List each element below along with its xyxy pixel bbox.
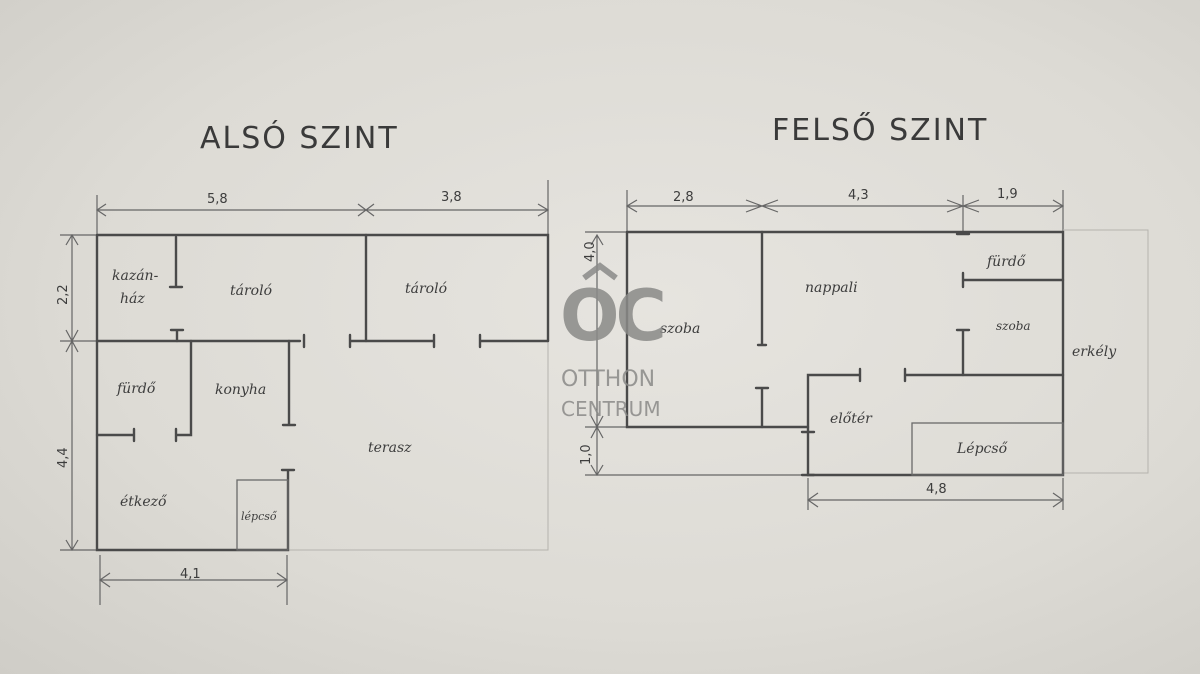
lower-stairs-outline bbox=[236, 479, 289, 551]
room-label-living: nappali bbox=[805, 280, 858, 296]
room-label-terrace: terasz bbox=[368, 440, 412, 456]
dim-upper-bottom: 4,8 bbox=[926, 482, 947, 497]
watermark-line-2: CENTRUM bbox=[561, 397, 661, 421]
dim-left-top: 2,2 bbox=[56, 284, 71, 305]
room-label-boiler: kazán- bbox=[112, 268, 159, 284]
lower-level-plan: kazán- ház tároló tároló fürdő konyha ét… bbox=[56, 180, 550, 605]
lower-dimension-lines bbox=[60, 180, 550, 605]
dim-top-1: 2,8 bbox=[673, 190, 694, 205]
dim-bottom: 4,1 bbox=[180, 567, 201, 582]
room-label-dining: étkező bbox=[120, 494, 168, 510]
upper-level-title: FELSŐ SZINT bbox=[772, 111, 988, 148]
room-label-upper-bath: fürdő bbox=[986, 254, 1027, 270]
upper-dimension-lines bbox=[585, 190, 1065, 510]
room-label-stairs: lépcső bbox=[241, 510, 278, 523]
room-label-bath: fürdő bbox=[116, 381, 157, 397]
otthon-centrum-watermark: OC OTTHON CENTRUM bbox=[560, 262, 667, 421]
room-label-upper-stairs: Lépcső bbox=[956, 441, 1009, 457]
upper-stairs-outline bbox=[911, 422, 1064, 476]
room-label-boiler-2: ház bbox=[120, 291, 145, 307]
room-label-balcony: erkély bbox=[1072, 344, 1117, 360]
room-label-storage-1: tároló bbox=[230, 283, 272, 299]
room-label-hall: előtér bbox=[830, 411, 873, 427]
watermark-line-1: OTTHON bbox=[561, 367, 655, 392]
watermark-caret-icon bbox=[582, 262, 618, 281]
dim-top-3: 1,9 bbox=[997, 187, 1018, 202]
dim-upper-left-top: 4,0 bbox=[583, 241, 598, 262]
dim-top-2: 4,3 bbox=[848, 188, 869, 203]
dim-top-right: 3,8 bbox=[441, 190, 462, 205]
dim-upper-left-bottom: 1,0 bbox=[579, 444, 594, 465]
room-label-kitchen: konyha bbox=[215, 382, 266, 398]
room-label-room-2: szoba bbox=[996, 319, 1031, 333]
room-label-storage-2: tároló bbox=[405, 281, 447, 297]
dim-top-left: 5,8 bbox=[207, 192, 228, 207]
upper-level-plan: szoba nappali fürdő szoba előtér Lépcső … bbox=[579, 187, 1149, 510]
lower-level-title: ALSÓ SZINT bbox=[200, 119, 399, 156]
dim-left-bottom: 4,4 bbox=[56, 447, 71, 468]
watermark-logo: OC bbox=[560, 275, 663, 357]
room-label-room-1: szoba bbox=[660, 321, 700, 337]
